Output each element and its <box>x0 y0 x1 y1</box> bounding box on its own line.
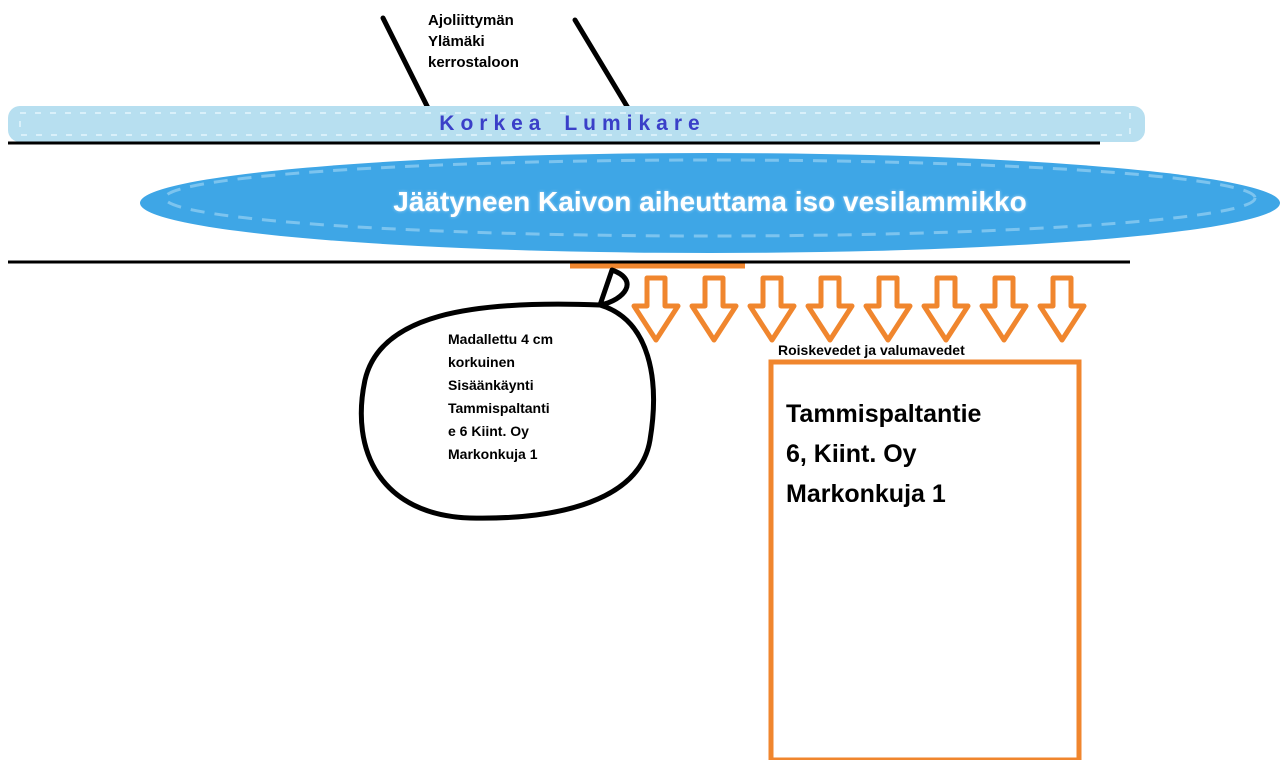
down-arrow-icon <box>979 275 1029 343</box>
down-arrow-icon <box>631 275 681 343</box>
down-arrow-icon <box>805 275 855 343</box>
driveway-label: Ajoliittymän Ylämäki kerrostaloon <box>428 12 519 71</box>
driveway-line-left <box>380 15 433 115</box>
down-arrow-icon <box>863 275 913 343</box>
runoff-arrows <box>631 275 1087 343</box>
down-arrow-icon <box>1037 275 1087 343</box>
snowbank <box>8 106 1145 142</box>
snowbank-label: Korkea Lumikare <box>439 112 706 135</box>
building-label: Tammispaltantie 6, Kiint. Oy Markonkuja … <box>786 400 982 508</box>
water-pond <box>140 153 1280 253</box>
down-arrow-icon <box>689 275 739 343</box>
down-arrow-icon <box>921 275 971 343</box>
runoff-label: Roiskevedet ja valumavedet <box>778 342 965 358</box>
down-arrow-icon <box>747 275 797 343</box>
building-outline <box>768 359 1082 760</box>
speech-bubble <box>358 267 656 521</box>
snowbank-texture <box>19 112 1131 136</box>
water-pond-sheen <box>163 158 1257 238</box>
entrance-label: Madallettu 4 cm korkuinen Sisäänkäynti T… <box>448 331 554 462</box>
driveway-line-right <box>572 17 631 111</box>
pond-label: Jäätyneen Kaivon aiheuttama iso vesilamm… <box>393 186 1027 217</box>
